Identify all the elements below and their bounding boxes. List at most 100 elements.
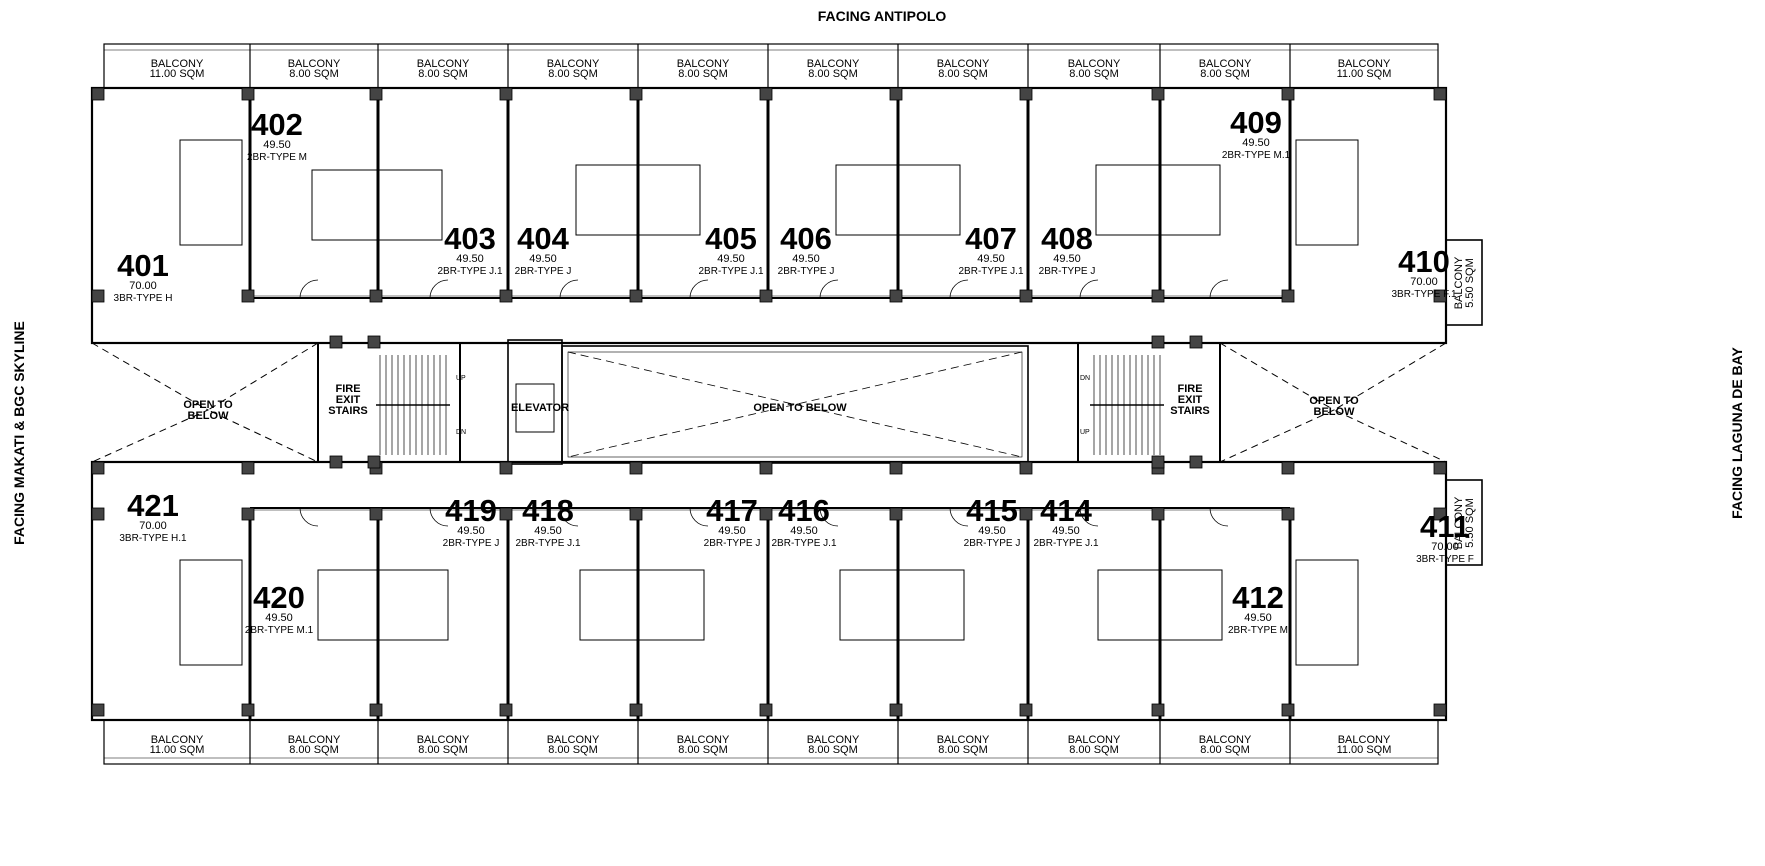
bottom-balcony-label-6: BALCONY xyxy=(937,734,990,746)
bottom-balcony-area-8: 8.00 SQM xyxy=(1200,744,1250,756)
structural-column xyxy=(91,289,105,303)
bottom-balcony-label-1: BALCONY xyxy=(288,734,341,746)
stair-left-dn: DN xyxy=(456,429,466,436)
top-wing: BALCONY 5.50 SQM xyxy=(90,43,1483,345)
structural-column xyxy=(759,289,773,303)
bottom-unit-number-419: 419 xyxy=(445,493,497,528)
bottom-unit-number-417: 417 xyxy=(706,493,758,528)
bottom-balcony-label-2: BALCONY xyxy=(417,734,470,746)
top-balcony-label-9: BALCONY xyxy=(1338,58,1391,70)
bottom-balcony-label-7: BALCONY xyxy=(1068,734,1121,746)
open-left-l2: BELOW xyxy=(188,410,230,422)
side-balcony-410-area: 5.50 SQM xyxy=(1464,258,1476,308)
facing-right-label: FACING LAGUNA DE BAY xyxy=(1729,347,1745,519)
structural-column xyxy=(369,507,383,521)
structural-column xyxy=(759,703,773,717)
top-door-swing xyxy=(819,279,839,299)
structural-column xyxy=(91,703,105,717)
bottom-unit-number-416: 416 xyxy=(778,493,830,528)
bottom-balcony-area-9: 11.00 SQM xyxy=(1337,744,1392,756)
bottom-unit-area-418: 49.50 xyxy=(534,525,562,537)
side-balcony-411-area: 5.50 SQM xyxy=(1464,498,1476,548)
side-balcony-411 xyxy=(1445,479,1483,566)
bottom-unit-area-416: 49.50 xyxy=(790,525,818,537)
top-unit-number-405: 405 xyxy=(705,221,757,256)
top-balcony-label-3: BALCONY xyxy=(547,58,600,70)
bottom-balcony-area-6: 8.00 SQM xyxy=(938,744,988,756)
bottom-unit-type-414: 2BR-TYPE J.1 xyxy=(1033,538,1098,549)
bottom-unit-number-421: 421 xyxy=(127,488,179,523)
structural-column xyxy=(1019,87,1033,101)
bath-401 xyxy=(179,139,243,246)
structural-column xyxy=(499,87,513,101)
bottom-balcony-area-4: 8.00 SQM xyxy=(678,744,728,756)
top-door-swing xyxy=(1079,279,1099,299)
structural-column xyxy=(241,461,255,475)
bottom-unit-number-414: 414 xyxy=(1040,493,1092,528)
bottom-balcony-label-4: BALCONY xyxy=(677,734,730,746)
structural-column xyxy=(1151,703,1165,717)
open-right-l1: OPEN TO xyxy=(1309,395,1359,407)
core-column xyxy=(367,335,381,349)
top-unit-number-406: 406 xyxy=(780,221,832,256)
structural-column xyxy=(629,87,643,101)
top-unit-type-406: 2BR-TYPE J xyxy=(778,266,835,277)
bottom-balcony-strip xyxy=(103,719,1439,765)
fire-right-l2: EXIT xyxy=(1178,394,1203,406)
bottom-door-swing xyxy=(559,507,579,527)
structural-column xyxy=(1019,507,1033,521)
top-balcony-label-6: BALCONY xyxy=(937,58,990,70)
bottom-unit-area-421: 70.00 xyxy=(139,520,167,532)
core-column xyxy=(367,455,381,469)
open-left-dash xyxy=(91,342,210,463)
bottom-unit-number-418: 418 xyxy=(522,493,574,528)
open-right-l2: BELOW xyxy=(1314,406,1356,418)
top-balcony-label-2: BALCONY xyxy=(417,58,470,70)
structural-column xyxy=(499,507,513,521)
top-unit-number-402: 402 xyxy=(251,107,303,142)
atrium-void xyxy=(561,345,1029,464)
bottom-unit-type-421: 3BR-TYPE H.1 xyxy=(119,533,187,544)
side-balcony-410-label: BALCONY xyxy=(1453,256,1465,309)
top-unit-area-404: 49.50 xyxy=(529,253,557,265)
structural-column xyxy=(629,507,643,521)
bottom-unit-area-411: 70.00 xyxy=(1431,541,1459,553)
bottom-unit-area-420: 49.50 xyxy=(265,612,293,624)
structural-column xyxy=(1281,507,1295,521)
top-unit-area-402: 49.50 xyxy=(263,139,291,151)
bottom-unit-number-420: 420 xyxy=(253,580,305,615)
top-door-swing xyxy=(429,279,449,299)
bottom-balcony-label-3: BALCONY xyxy=(547,734,600,746)
top-balcony-label-5: BALCONY xyxy=(807,58,860,70)
structural-column xyxy=(629,289,643,303)
structural-column xyxy=(1433,507,1447,521)
structural-column xyxy=(759,461,773,475)
open-left-l1: OPEN TO xyxy=(183,399,233,411)
bottom-balcony-area-7: 8.00 SQM xyxy=(1069,744,1119,756)
structural-column xyxy=(1019,289,1033,303)
bath-419-420 xyxy=(317,569,449,641)
structural-column xyxy=(889,289,903,303)
stair-right-dn: DN xyxy=(1080,375,1090,382)
structural-column xyxy=(1281,703,1295,717)
structural-column xyxy=(241,703,255,717)
top-unit-number-410: 410 xyxy=(1398,244,1450,279)
left-stair-treads xyxy=(376,355,450,455)
top-unit-area-410: 70.00 xyxy=(1410,276,1438,288)
stair-left-up: UP xyxy=(456,375,466,382)
left-fire-stair xyxy=(317,342,461,463)
top-unit-area-409: 49.50 xyxy=(1242,137,1270,149)
structural-column xyxy=(241,289,255,303)
stair-right-up: UP xyxy=(1080,429,1090,436)
top-balcony-label-0: BALCONY xyxy=(151,58,204,70)
fire-left-l1: FIRE xyxy=(335,383,360,395)
top-door-swing xyxy=(299,279,319,299)
top-door-swing xyxy=(689,279,709,299)
bottom-unit-type-418: 2BR-TYPE J.1 xyxy=(515,538,580,549)
top-balcony-area-7: 8.00 SQM xyxy=(1069,68,1119,80)
atrium-label: OPEN TO BELOW xyxy=(753,402,847,414)
bottom-balcony-label-9: BALCONY xyxy=(1338,734,1391,746)
core-column xyxy=(329,455,343,469)
